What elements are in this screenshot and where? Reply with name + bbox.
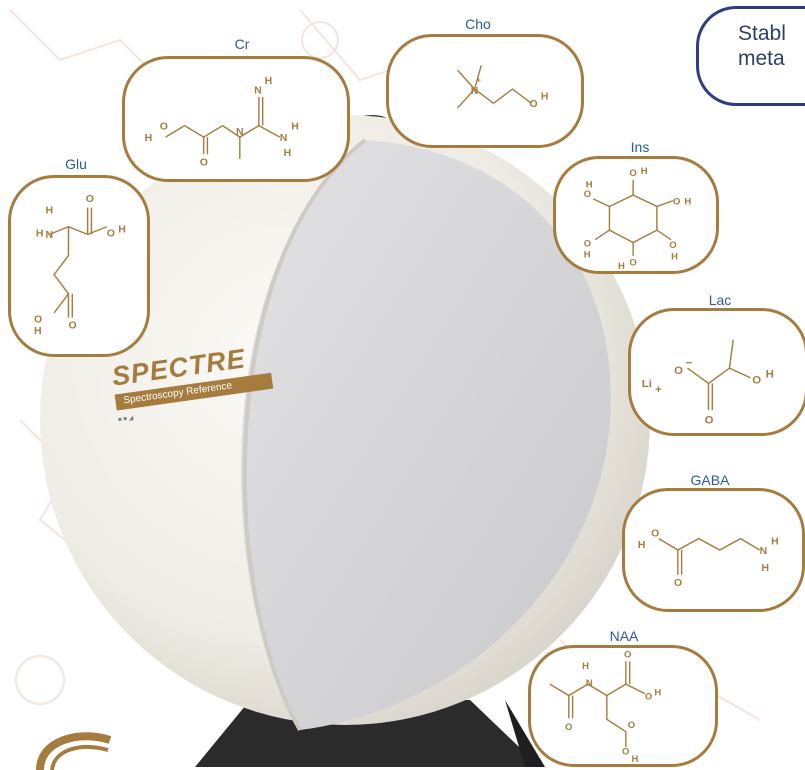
svg-text:H: H [671,252,678,263]
svg-text:O: O [674,578,682,589]
svg-text:H: H [638,540,646,551]
svg-text:O: O [629,168,636,179]
svg-text:N: N [586,678,593,689]
gaba-structure: HO O NH H [638,529,779,589]
svg-text:N: N [236,127,244,138]
svg-text:H: H [586,179,593,190]
svg-text:+: + [655,384,662,396]
molecule-label-lac: Lac [708,292,732,308]
svg-text:O: O [673,197,680,208]
svg-text:H: H [771,536,779,547]
svg-text:O: O [622,746,629,757]
svg-text:O: O [705,414,714,426]
svg-text:O: O [645,691,652,702]
svg-text:H: H [284,148,292,159]
svg-text:−: − [686,357,693,369]
callout-bubble [696,6,805,106]
svg-text:Li: Li [642,378,652,390]
molecule-label-naa: NAA [609,628,639,644]
svg-text:O: O [34,314,42,326]
svg-text:O: O [107,227,115,239]
svg-text:O: O [565,722,572,733]
svg-text:H: H [36,227,44,239]
svg-text:H: H [34,325,42,337]
svg-text:+: + [476,75,481,84]
svg-text:O: O [628,720,635,731]
svg-text:H: H [654,688,661,699]
svg-text:N: N [760,546,768,557]
molecule-label-gaba: GABA [690,472,730,488]
callout-line-2: meta [738,47,785,70]
svg-text:O: O [68,319,76,331]
svg-text:H: H [145,133,153,144]
molecule-label-cho: Cho [465,16,491,32]
svg-text:O: O [86,193,94,205]
svg-text:H: H [584,250,591,261]
svg-text:H: H [618,261,625,271]
svg-text:O: O [752,374,761,386]
creatine-structure: HO O N NH NH H [145,76,299,169]
svg-text:O: O [584,238,591,249]
molecule-label-ins: Ins [630,139,650,155]
svg-text:N: N [471,86,479,97]
svg-text:H: H [766,369,774,381]
svg-text:O: O [669,240,676,251]
svg-text:N: N [45,229,53,241]
svg-text:O: O [160,121,168,132]
svg-text:H: H [641,166,648,177]
svg-text:N: N [280,133,288,144]
svg-text:O: O [530,99,538,110]
svg-text:H: H [45,204,53,216]
svg-text:O: O [624,650,631,661]
molecule-label-cr: Cr [234,36,250,52]
svg-text:H: H [541,92,549,103]
svg-text:O: O [674,365,683,377]
svg-text:H: H [684,197,691,208]
svg-text:H: H [582,661,589,672]
svg-text:H: H [118,223,126,235]
callout-line-1: Stabl [738,22,786,45]
company-logo-icon [36,732,112,770]
svg-text:H: H [291,121,299,132]
svg-text:O: O [584,189,591,200]
svg-text:H: H [265,76,273,87]
svg-text:O: O [629,257,636,268]
svg-text:N: N [254,85,262,96]
svg-text:H: H [632,754,639,764]
svg-text:O: O [200,158,208,169]
svg-text:O: O [651,529,659,540]
molecule-label-glu: Glu [65,156,87,172]
choline-structure: N + OH [456,65,549,110]
svg-text:H: H [762,563,770,574]
